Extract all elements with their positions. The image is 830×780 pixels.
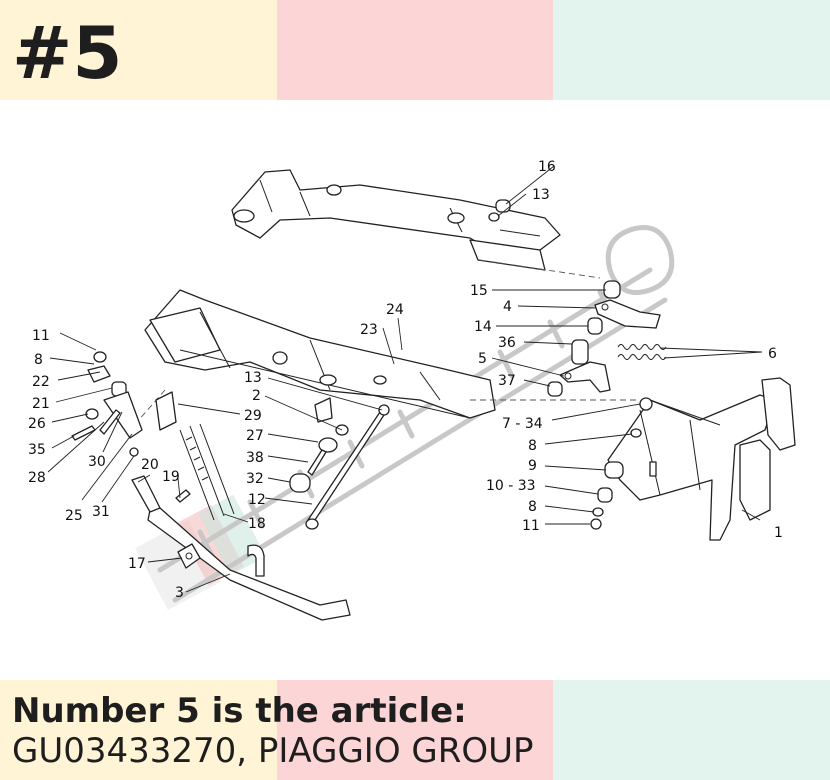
side-stand-3	[131, 475, 351, 621]
callout-14: 14	[474, 319, 492, 335]
callout-4: 4	[503, 299, 512, 315]
callout-30: 30	[88, 454, 106, 470]
bolt-38	[307, 449, 327, 476]
article-code-and-maker: GU03433270, PIAGGIO GROUP	[12, 731, 534, 771]
upper-frame	[231, 169, 561, 271]
washer-13-upper	[488, 212, 500, 222]
washer-2-27	[318, 424, 349, 453]
pivot-bolt-12	[305, 404, 390, 530]
lower-frame	[144, 289, 496, 423]
leader-lines	[47, 165, 763, 593]
callout-29: 29	[244, 408, 262, 424]
switch-assembly	[71, 351, 191, 503]
callout-7-34: 7 - 34	[502, 416, 543, 432]
bush-10-33	[597, 487, 613, 503]
bush-15	[603, 280, 621, 299]
header-band-yellow	[0, 0, 277, 100]
callout-11-switch: 11	[32, 328, 50, 344]
caption-band-yellow	[0, 680, 277, 780]
callout-13-upper: 13	[532, 187, 550, 203]
center-stand-1	[607, 377, 796, 541]
callout-31: 31	[92, 504, 110, 520]
callout-13-lower: 13	[244, 370, 262, 386]
bush-32	[289, 473, 311, 493]
article-caption-title: Number 5 is the article:	[12, 691, 467, 731]
callout-10-33: 10 - 33	[486, 478, 536, 494]
washer-8	[592, 428, 642, 517]
callout-8-switch: 8	[34, 352, 43, 368]
callout-24: 24	[386, 302, 404, 318]
callout-36: 36	[498, 335, 516, 351]
callout-9: 9	[528, 458, 537, 474]
callout-27: 27	[246, 428, 264, 444]
callout-38: 38	[246, 450, 264, 466]
callout-22: 22	[32, 374, 50, 390]
callout-26: 26	[28, 416, 46, 432]
bush-37	[547, 381, 563, 397]
callout-18: 18	[248, 516, 266, 532]
callout-25: 25	[65, 508, 83, 524]
callout-15: 15	[470, 283, 488, 299]
callout-8-stand-upper: 8	[528, 438, 537, 454]
header-band	[0, 0, 830, 100]
callout-16: 16	[538, 159, 556, 175]
callout-12: 12	[248, 492, 266, 508]
callout-1: 1	[774, 525, 783, 541]
callout-5: 5	[478, 351, 487, 367]
springs-18	[179, 423, 235, 521]
callout-37: 37	[498, 373, 516, 389]
callout-21: 21	[32, 396, 50, 412]
callout-labels: 1 2 3 4 5 6 7 - 34 8 8 8 9 10 - 33 11 11…	[28, 159, 783, 601]
pivot-bush-9	[604, 461, 624, 479]
springs-6	[617, 344, 667, 360]
part-number-heading: #5	[12, 11, 123, 95]
bracket-4	[594, 299, 661, 329]
callout-2: 2	[252, 388, 261, 404]
header-band-mint	[553, 0, 830, 100]
callout-6: 6	[768, 346, 777, 362]
exploded-parts-diagram: 1 2 3 4 5 6 7 - 34 8 8 8 9 10 - 33 11 11…	[28, 159, 796, 621]
header-band-pink	[277, 0, 553, 100]
caption-band	[0, 680, 830, 780]
callout-11-stand: 11	[522, 518, 540, 534]
callout-8-stand-lower: 8	[528, 499, 537, 515]
bush-36	[571, 339, 589, 365]
callout-23: 23	[360, 322, 378, 338]
callout-35: 35	[28, 442, 46, 458]
watermark-logo	[135, 225, 675, 610]
caption-band-pink	[277, 680, 553, 780]
bracket-5	[559, 361, 611, 393]
caption-band-mint	[553, 680, 830, 780]
bush-14	[587, 317, 603, 335]
callout-20: 20	[141, 457, 159, 473]
callout-28: 28	[28, 470, 46, 486]
callout-17: 17	[128, 556, 146, 572]
callout-19: 19	[162, 469, 180, 485]
callout-3: 3	[175, 585, 184, 601]
callout-32: 32	[246, 471, 264, 487]
bush-16	[495, 199, 511, 213]
